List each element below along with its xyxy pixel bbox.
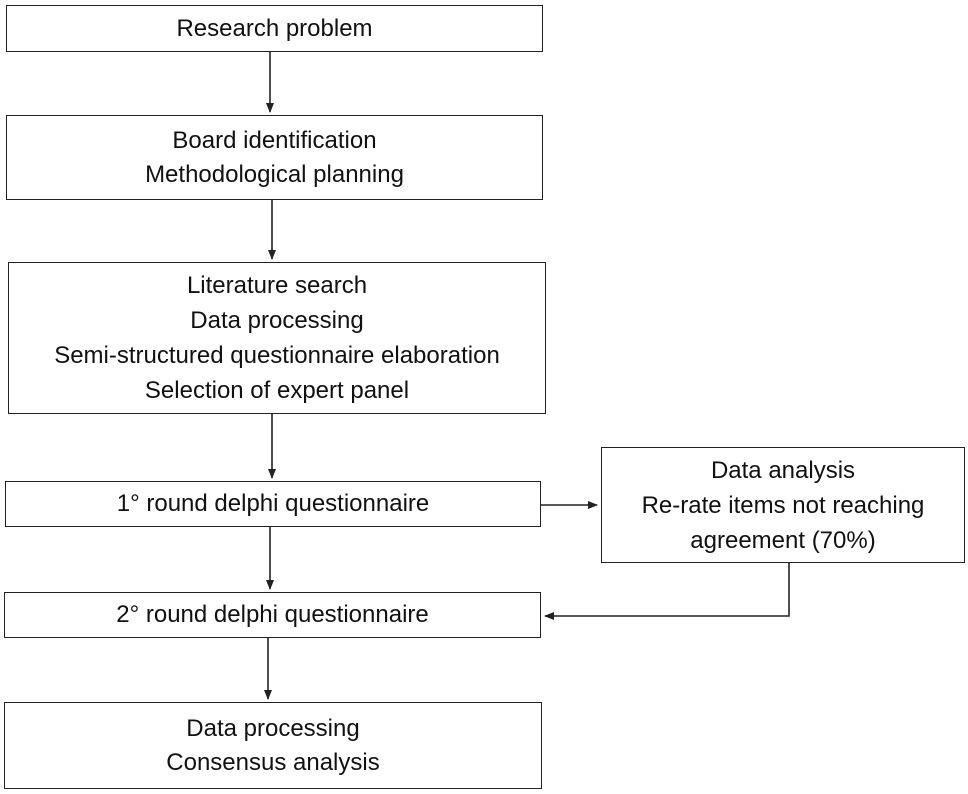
box-text-line: Re-rate items not reaching <box>641 491 925 519</box>
round1-questionnaire-box: 1° round delphi questionnaire <box>5 481 541 527</box>
box-text-line: Selection of expert panel <box>144 377 410 404</box>
box-text-line: Data processing <box>190 307 364 334</box>
consensus-analysis-box: Data processing Consensus analysis <box>4 702 542 789</box>
arrow-analysis-to-round2 <box>544 563 790 620</box>
box-text-line: Data processing <box>186 714 360 742</box>
box-text-line: Board identification <box>172 126 377 154</box>
research-problem-box: Research problem <box>6 5 543 52</box>
box-text-line: agreement (70%) <box>690 526 876 554</box>
box-text-line: Data analysis <box>710 456 856 484</box>
board-identification-box: Board identification Methodological plan… <box>6 115 543 200</box>
box-text-line: Research problem <box>176 14 373 42</box>
box-text-line: Semi-structured questionnaire elaboratio… <box>54 342 500 369</box>
box-text-line: 2° round delphi questionnaire <box>116 601 429 628</box>
box-text-line: Consensus analysis <box>166 748 380 776</box>
literature-search-box: Literature search Data processing Semi-s… <box>8 262 546 414</box>
box-text-line: 1° round delphi questionnaire <box>116 490 430 517</box>
box-text-line: Literature search <box>186 272 368 299</box>
box-text-line: Methodological planning <box>145 160 404 188</box>
round2-questionnaire-box: 2° round delphi questionnaire <box>4 592 541 638</box>
data-analysis-box: Data analysis Re-rate items not reaching… <box>601 447 965 563</box>
